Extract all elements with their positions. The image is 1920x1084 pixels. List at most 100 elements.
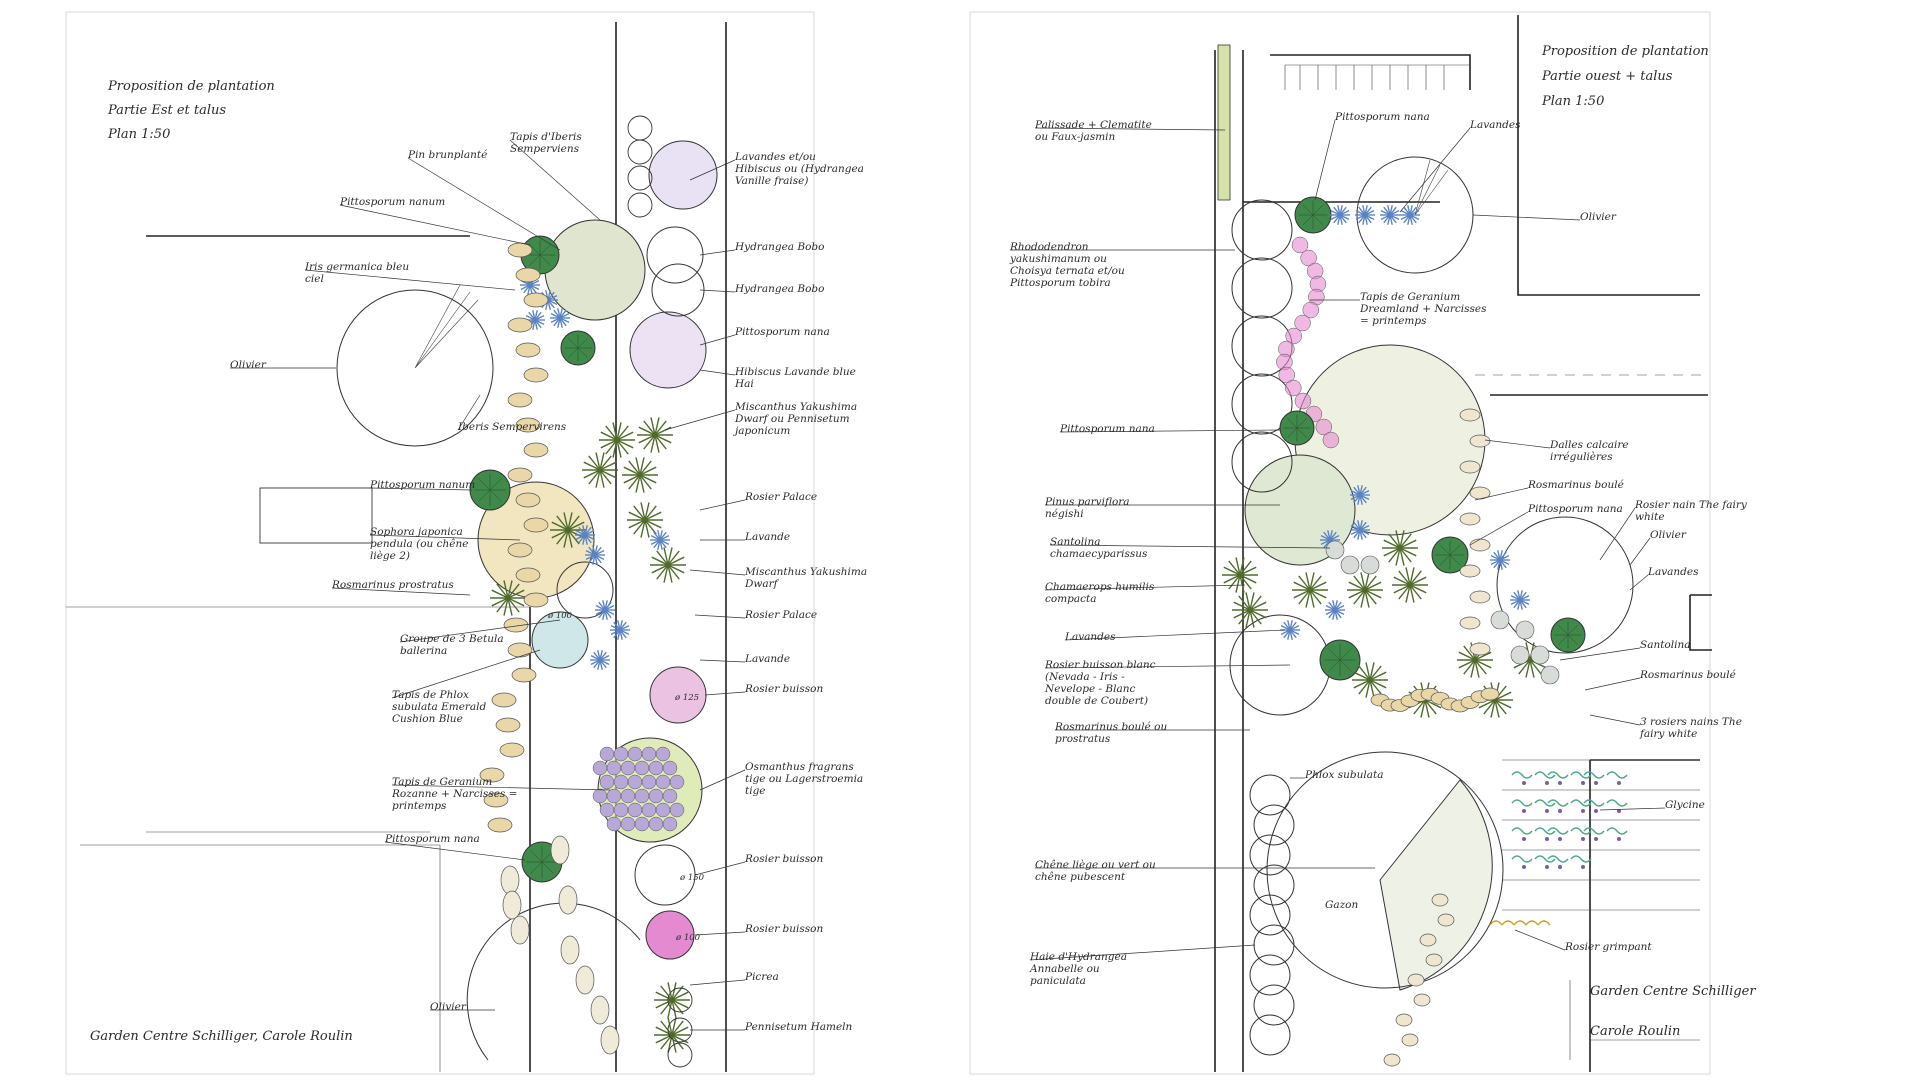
right-palisade: [1217, 44, 1231, 201]
right-pittosporum-shrub-ray: [1328, 659, 1341, 672]
left-blue-flower: [557, 317, 561, 328]
right-label-dalles-line: Dalles calcaire: [1549, 439, 1629, 451]
right-lavender-symbol: [1380, 214, 1391, 220]
left-lower-corner: [80, 844, 441, 1072]
right-palm-symbol: [1405, 567, 1411, 586]
right-geranium-dot: [1294, 314, 1311, 332]
left-label-rosier-palace-1: Rosier Palace: [744, 491, 817, 503]
right-building-corner: [1517, 15, 1700, 296]
right-palm-symbol: [1399, 530, 1405, 549]
right-lavender-symbol: [1280, 625, 1291, 631]
left-grass-symbol: [567, 512, 573, 531]
left-grass-symbol: [663, 547, 669, 566]
right-lavender-symbol: [1289, 629, 1293, 640]
right-lavender-symbol: [1339, 205, 1343, 216]
left-grass-symbol: [660, 999, 673, 1015]
right-label-olivier: Olivier: [1580, 211, 1617, 223]
right-glycine-symbol: [1606, 771, 1628, 779]
left-label-lavandes-hibiscus-leader: [689, 159, 736, 181]
left-diameter-label: ø 100: [547, 611, 573, 621]
right-olive-rays: [1414, 159, 1449, 216]
right-pittosporum-shrub-ray: [1312, 204, 1324, 216]
left-label-pennisetum-line: Pennisetum Hameln: [744, 1021, 853, 1033]
left-geranium-dot: [606, 760, 622, 776]
left-grass-symbol: [551, 529, 569, 539]
left-stepping-stone: [507, 642, 533, 658]
right-label-rosmarinus-3-line: prostratus: [1055, 733, 1111, 745]
left-stepping-stone: [523, 442, 549, 458]
left-geranium-dot: [627, 774, 643, 790]
right-label-haie-line: paniculata: [1030, 975, 1086, 987]
right-label-rosier-nain-line: Rosier nain The fairy: [1634, 499, 1748, 511]
left-grass-symbol: [556, 529, 569, 545]
left-grass-symbol: [667, 564, 680, 580]
left-grass-symbol: [644, 502, 650, 521]
left-grass-symbol: [595, 469, 601, 488]
right-label-pittosporum-1-leader: [1314, 119, 1336, 201]
left-label-hibiscus-line: Hai: [734, 378, 754, 390]
left-blue-flower: [619, 625, 630, 631]
right-palm-symbol: [1393, 584, 1411, 594]
left-label-rosier-buisson-3-leader: [694, 931, 746, 936]
left-blue-flower: [594, 546, 602, 556]
right-path-stone: [1413, 993, 1431, 1007]
left-blue-flower: [547, 290, 551, 301]
left-label-pittosporum-nana-line: Pittosporum nana: [734, 326, 830, 338]
right-label-pittosporum-3-line: Pittosporum nana: [1527, 503, 1623, 515]
right-lavender-symbol: [1364, 214, 1372, 224]
left-geranium-dot: [620, 760, 636, 776]
right-label-lavandes-3: Lavandes: [1647, 566, 1699, 578]
right-palm-symbol: [1249, 595, 1262, 611]
right-glycine-flower: [1581, 865, 1585, 869]
left-grass-symbol: [671, 999, 677, 1018]
left-grass-symbol: [667, 550, 680, 566]
left-diameter-label: ø 125: [674, 693, 699, 703]
right-lavender-symbol: [1497, 559, 1501, 570]
left-label-pittosporum-1-leader: [339, 204, 531, 246]
right-hedge-circle: [1253, 984, 1295, 1026]
left-geranium-carpet: [592, 746, 685, 832]
left-geranium-dot: [669, 802, 685, 818]
left-diameter-label: ø 100: [675, 933, 701, 943]
left-stepping-stone: [483, 792, 509, 808]
right-label-santolina-1-line: Santolina: [1050, 536, 1101, 548]
left-label-iberis-semp-leader: [457, 394, 481, 431]
right-pittosporum-shrub-ray: [1302, 214, 1314, 226]
left-grass-symbol: [507, 597, 525, 607]
left-blue-flower: [588, 546, 596, 556]
right-label-haie-line: Haie d'Hydrangea: [1029, 951, 1127, 963]
right-palm-symbol: [1383, 539, 1401, 549]
left-blue-flower: [613, 629, 621, 639]
left-olive-canopy: [336, 289, 494, 447]
left-label-phlox-leader: [391, 649, 541, 699]
right-lavender-symbol: [1355, 210, 1366, 216]
right-palm-symbol: [1458, 651, 1476, 661]
right-label-rhodo-line: Choisya ternata et/ou: [1010, 265, 1125, 277]
left-blue-flower: [575, 530, 586, 536]
right-label-dalles-line: irrégulières: [1550, 451, 1613, 463]
left-hedge-circle: [627, 165, 653, 191]
right-label-lavandes-line: Lavandes: [1469, 119, 1521, 131]
left-label-pittosporum-nana: Pittosporum nana: [734, 326, 830, 338]
right-label-pinus-line: négishi: [1045, 508, 1084, 520]
left-label-picrea: Picrea: [744, 971, 779, 983]
right-lavender-symbol: [1380, 210, 1391, 216]
left-label-betula-line: ballerina: [400, 645, 447, 657]
left-grass-symbol: [654, 420, 667, 436]
left-label-pin-leader: [407, 157, 561, 251]
left-stepping-stone: [491, 692, 517, 708]
right-lavender-symbol: [1325, 605, 1336, 611]
left-grass-symbol: [640, 519, 646, 538]
left-label-geranium-line: Tapis de Geranium: [392, 776, 492, 788]
left-pittosporum-shrub-ray: [568, 338, 579, 349]
left-geranium-dot: [613, 774, 629, 790]
right-palm-symbol: [1238, 609, 1251, 625]
right-lavender-symbol: [1359, 490, 1370, 496]
left-stepping-stone: [507, 242, 533, 258]
right-pittosporum-shrub-ray: [1328, 648, 1341, 661]
left-blue-flower: [520, 284, 531, 290]
